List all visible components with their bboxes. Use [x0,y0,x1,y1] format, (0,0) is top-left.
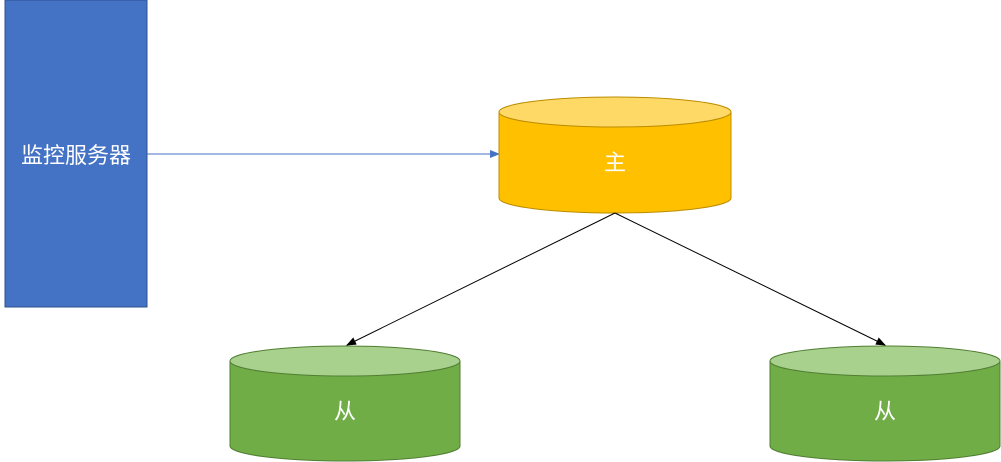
master-to-slave-right-arrow [614,212,886,346]
master-to-slave-left-arrow [346,212,616,346]
master-label: 主 [604,151,626,176]
master-cylinder-body [498,112,732,214]
slave-left-cylinder-top [229,345,461,377]
slave-right-cylinder-top [769,345,1001,377]
monitor-server-box [4,0,148,308]
slave-database-left: 从 [229,345,461,462]
slave-right-cylinder-body [769,361,1001,462]
slave-left-cylinder-body [229,361,461,462]
monitor-server: 监控服务器 [4,0,148,308]
slave-database-right: 从 [769,345,1001,462]
monitor-server-label: 监控服务器 [21,144,131,169]
slave-left-label: 从 [334,400,356,425]
slave-right-label: 从 [874,400,896,425]
master-database: 主 [498,96,732,214]
master-cylinder-top [498,96,732,128]
